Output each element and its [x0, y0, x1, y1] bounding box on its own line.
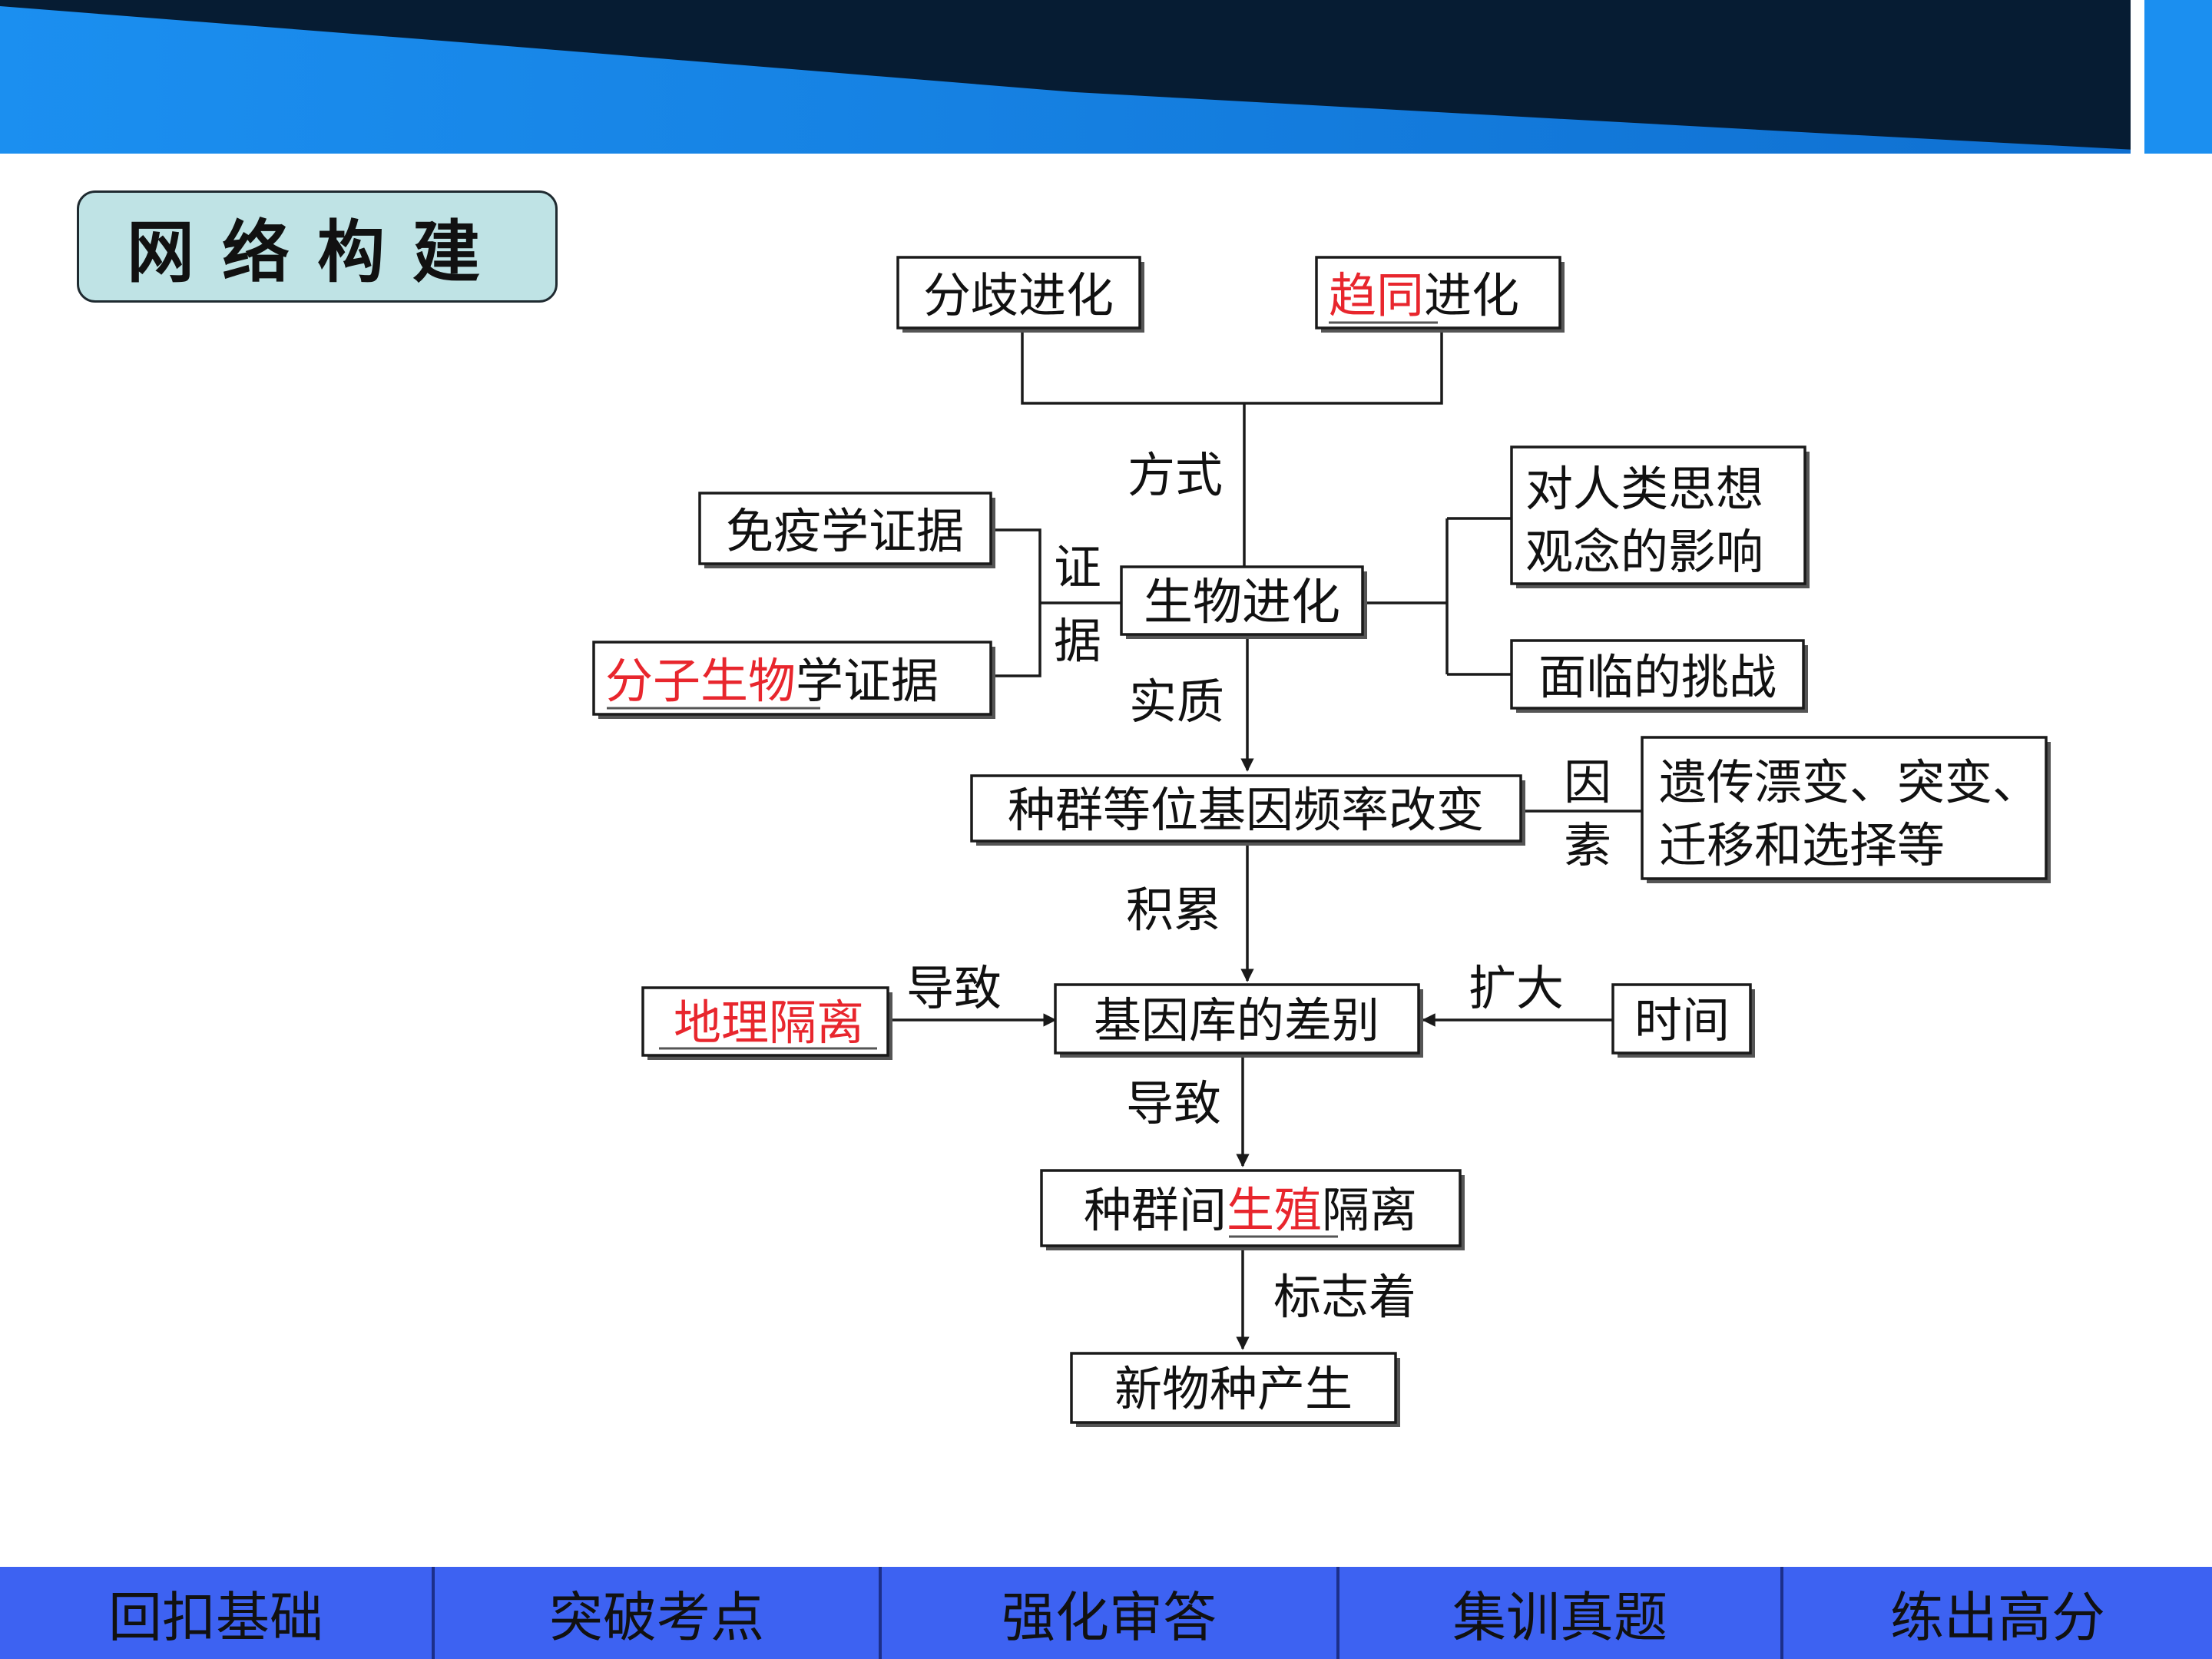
label-evidence-2: 据 [1054, 613, 1101, 669]
edge-labels: 方式 证 据 实质 因 素 积累 导致 扩大 导致 标志着 [906, 447, 1611, 1325]
node-genepool-label: 基因库的差别 [1094, 992, 1379, 1048]
repro-suffix: 隔离 [1322, 1182, 1417, 1238]
node-new-species: 新物种产生 [1070, 1352, 1400, 1427]
node-convergent-evolution: 趋同进化 [1315, 256, 1565, 333]
nav-item-high-score[interactable]: 练出高分 [1890, 1585, 2105, 1649]
node-geo-label: 地理隔离 [674, 995, 864, 1051]
convergent-suffix: 进化 [1424, 267, 1519, 323]
node-thought-line2: 观念的影响 [1525, 524, 1763, 580]
node-convergent-label: 趋同进化 [1329, 267, 1519, 323]
node-time: 时间 [1611, 983, 1755, 1058]
repro-red-term: 生殖 [1227, 1182, 1322, 1238]
node-factors-line1: 遗传漂变、突变、 [1659, 754, 2040, 810]
node-geographic-isolation: 地理隔离 [641, 986, 892, 1060]
node-reproductive-isolation: 种群间生殖隔离 [1040, 1169, 1465, 1250]
nav-item-review-basics[interactable]: 回扣基础 [0, 1567, 435, 1659]
node-divergent-evolution: 分歧进化 [896, 256, 1144, 333]
node-biological-evolution: 生物进化 [1120, 565, 1367, 639]
label-essence: 实质 [1129, 674, 1224, 730]
header-banner [0, 0, 2212, 154]
nav-item-key-points[interactable]: 突破考点 [435, 1567, 882, 1659]
node-repro-label: 种群间生殖隔离 [1084, 1182, 1417, 1238]
node-immunology-label: 免疫学证据 [726, 503, 964, 559]
node-molecular-evidence: 分子生物学证据 [592, 641, 995, 719]
node-molecular-label: 分子生物学证据 [605, 653, 939, 709]
node-factors-line2: 迁移和选择等 [1659, 817, 1945, 873]
molecular-suffix: 学证据 [796, 653, 939, 709]
node-evolution-label: 生物进化 [1144, 575, 1340, 631]
node-allele-frequency-change: 种群等位基因频率改变 [970, 774, 1525, 846]
node-thought-line1: 对人类思想 [1525, 461, 1763, 517]
connector-lines [892, 330, 1642, 1350]
node-evolution-factors: 遗传漂变、突变、 迁移和选择等 [1641, 736, 2051, 883]
node-frequency-label: 种群等位基因频率改变 [1008, 782, 1484, 838]
nav-item-exam-questions[interactable]: 集训真题 [1339, 1567, 1783, 1659]
nav-item-answer-skills[interactable]: 强化审答 [882, 1567, 1339, 1659]
label-factor-2: 素 [1564, 817, 1611, 873]
node-human-thought-impact: 对人类思想 观念的影响 [1510, 445, 1810, 588]
node-time-label: 时间 [1634, 992, 1730, 1048]
bottom-nav-bar: 回扣基础 突破考点 强化审答 集训真题 练出高分 [0, 1567, 2212, 1659]
node-newspecies-label: 新物种产生 [1114, 1361, 1353, 1417]
convergent-red-term: 趋同 [1329, 267, 1424, 323]
label-evidence-1: 证 [1054, 539, 1101, 595]
node-challenge-label: 面临的挑战 [1538, 649, 1777, 705]
label-accumulate: 积累 [1126, 882, 1221, 938]
molecular-red-term: 分子生物 [605, 653, 796, 709]
node-challenges: 面临的挑战 [1510, 639, 1808, 713]
label-mode: 方式 [1128, 447, 1223, 503]
section-title: 网络构建 [77, 190, 558, 303]
label-mark: 标志着 [1273, 1269, 1416, 1325]
node-divergent-label: 分歧进化 [923, 267, 1114, 323]
label-lead-left: 导致 [906, 960, 1002, 1016]
label-lead-down: 导致 [1126, 1075, 1221, 1131]
node-immunology-evidence: 免疫学证据 [698, 492, 995, 568]
repro-prefix: 种群间 [1084, 1182, 1227, 1238]
node-gene-pool-difference: 基因库的差别 [1054, 983, 1423, 1058]
label-factor-1: 因 [1564, 754, 1611, 810]
label-expand: 扩大 [1469, 960, 1564, 1016]
